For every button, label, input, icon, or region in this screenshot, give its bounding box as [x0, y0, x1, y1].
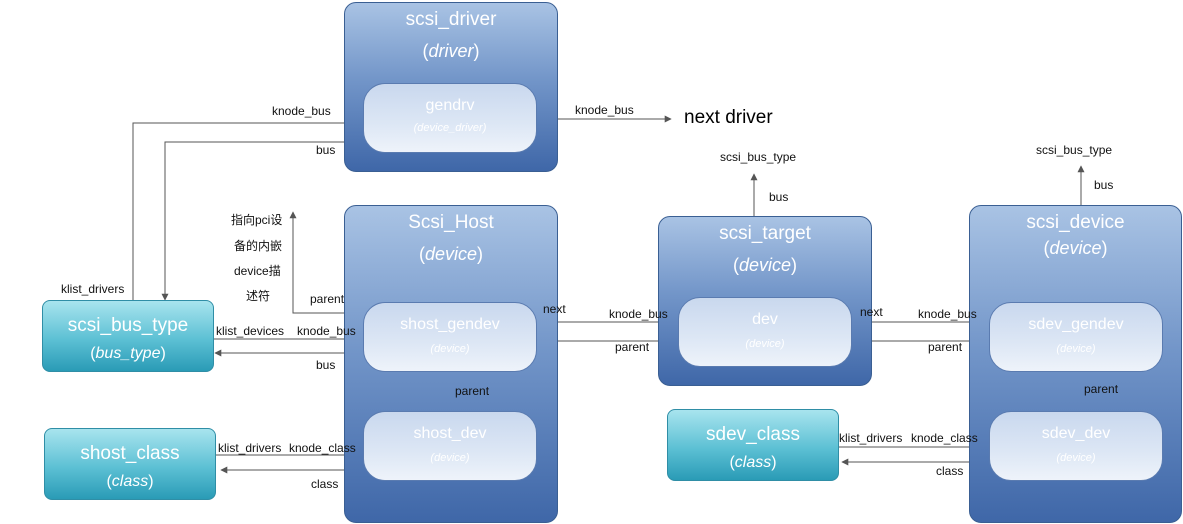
shost-class-box: shost_class (class)	[44, 428, 216, 500]
scsi-driver-box: scsi_driver (driver) gendrv (device_driv…	[344, 2, 558, 172]
dev-type: (device)	[745, 338, 785, 350]
label-knode-bus-next: knode_bus	[575, 103, 634, 117]
shost-gendev-box: shost_gendev (device)	[363, 302, 537, 372]
scsi-target-box: scsi_target (device) dev (device)	[658, 216, 872, 386]
sdev-gendev-type: (device)	[1056, 343, 1096, 355]
label-knode-class-shost: knode_class	[289, 441, 356, 455]
sdev-class-title: sdev_class	[706, 424, 800, 445]
label-klist-drivers-bus: klist_drivers	[61, 282, 125, 296]
scsi-driver-type: (driver)	[422, 41, 480, 61]
label-klist-drivers-sdev: klist_drivers	[839, 431, 903, 445]
scsi-driver-title: scsi_driver	[405, 9, 497, 30]
shost-dev-box: shost_dev (device)	[363, 411, 537, 481]
label-knode-bus-top: knode_bus	[272, 104, 331, 118]
label-device-bus-type: scsi_bus_type	[1036, 143, 1113, 157]
label-bus-top: bus	[316, 143, 336, 157]
label-klist-devices: klist_devices	[216, 324, 285, 338]
scsi-device-type: (device)	[1043, 238, 1108, 258]
shost-class-type: (class)	[106, 473, 154, 490]
label-knode-bus-host: knode_bus	[297, 324, 356, 338]
scsi-bus-type-title: scsi_bus_type	[67, 315, 189, 336]
sdev-class-box: sdev_class (class)	[667, 409, 839, 481]
label-class-shost: class	[311, 477, 339, 491]
label-klist-drivers-shost: klist_drivers	[218, 441, 282, 455]
label-knode-bus-target: knode_bus	[609, 307, 668, 321]
scsi-device-box: scsi_device (device) sdev_gendev (device…	[969, 205, 1182, 523]
scsi-target-type: (device)	[732, 255, 798, 275]
label-parent-host: parent	[310, 292, 345, 306]
label-parent-sdev: parent	[928, 340, 963, 354]
shost-class-title: shost_class	[80, 443, 180, 464]
shost-dev-title: shost_dev	[413, 425, 487, 442]
label-parent-target: parent	[615, 340, 650, 354]
label-class-sdev: class	[936, 464, 964, 478]
shost-dev-type: (device)	[430, 452, 470, 464]
gendrv-title: gendrv	[425, 97, 475, 114]
label-next-driver: next driver	[684, 107, 773, 128]
scsi-device-title: scsi_device	[1026, 212, 1125, 233]
label-parent-shostdev: parent	[455, 384, 490, 398]
note-line-4: 述符	[246, 289, 271, 303]
shost-gendev-type: (device)	[430, 343, 470, 355]
sdev-gendev-title: sdev_gendev	[1028, 316, 1124, 333]
gendrv-type: (device_driver)	[413, 122, 487, 134]
scsi-target-title: scsi_target	[719, 223, 811, 244]
sdev-dev-box: sdev_dev (device)	[989, 411, 1163, 481]
scsi-host-box: Scsi_Host (device) shost_gendev (device)…	[344, 205, 558, 523]
label-target-bus: bus	[769, 190, 789, 204]
label-device-bus: bus	[1094, 178, 1114, 192]
label-knode-bus-sdev: knode_bus	[918, 307, 977, 321]
label-target-bus-type: scsi_bus_type	[720, 150, 797, 164]
arrow-parent-host	[289, 211, 363, 314]
note-line-2: 备的内嵌	[234, 239, 283, 253]
label-bus-host: bus	[316, 358, 336, 372]
scsi-bus-type-box: scsi_bus_type (bus_type)	[42, 300, 214, 372]
scsi-host-title: Scsi_Host	[408, 212, 494, 233]
dev-box: dev (device)	[678, 297, 852, 367]
label-knode-class-sdev: knode_class	[911, 431, 978, 445]
note-line-1: 指向pci设	[231, 213, 283, 227]
arrow-bus-to-bus-type	[161, 141, 373, 301]
sdev-class-type: (class)	[729, 454, 777, 471]
sdev-dev-type: (device)	[1056, 452, 1096, 464]
gendrv-box: gendrv (device_driver)	[363, 83, 537, 153]
scsi-bus-type-type: (bus_type)	[90, 345, 166, 362]
label-parent-sdevdev: parent	[1084, 382, 1119, 396]
label-next-target: next	[860, 305, 883, 319]
arrow-knode-bus-to-gendrv	[132, 119, 364, 300]
dev-title: dev	[752, 311, 778, 328]
sdev-dev-title: sdev_dev	[1041, 425, 1111, 442]
label-next-host: next	[543, 302, 566, 316]
scsi-host-type: (device)	[418, 244, 484, 264]
note-line-3: device描	[234, 264, 281, 278]
shost-gendev-title: shost_gendev	[400, 316, 500, 333]
sdev-gendev-box: sdev_gendev (device)	[989, 302, 1163, 372]
